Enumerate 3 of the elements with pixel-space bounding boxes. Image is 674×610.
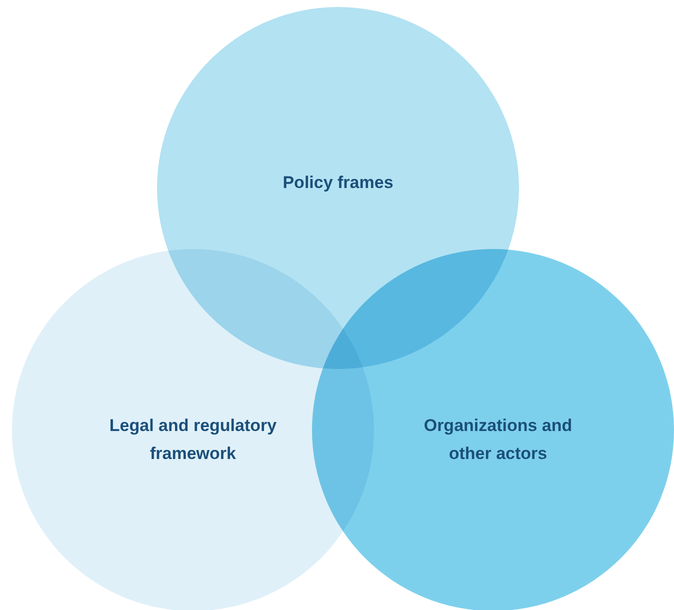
circle-label: Legal and regulatory framework [108,415,278,465]
circle-label: Policy frames [282,172,394,194]
circle-label: Organizations and other actors [422,415,574,465]
